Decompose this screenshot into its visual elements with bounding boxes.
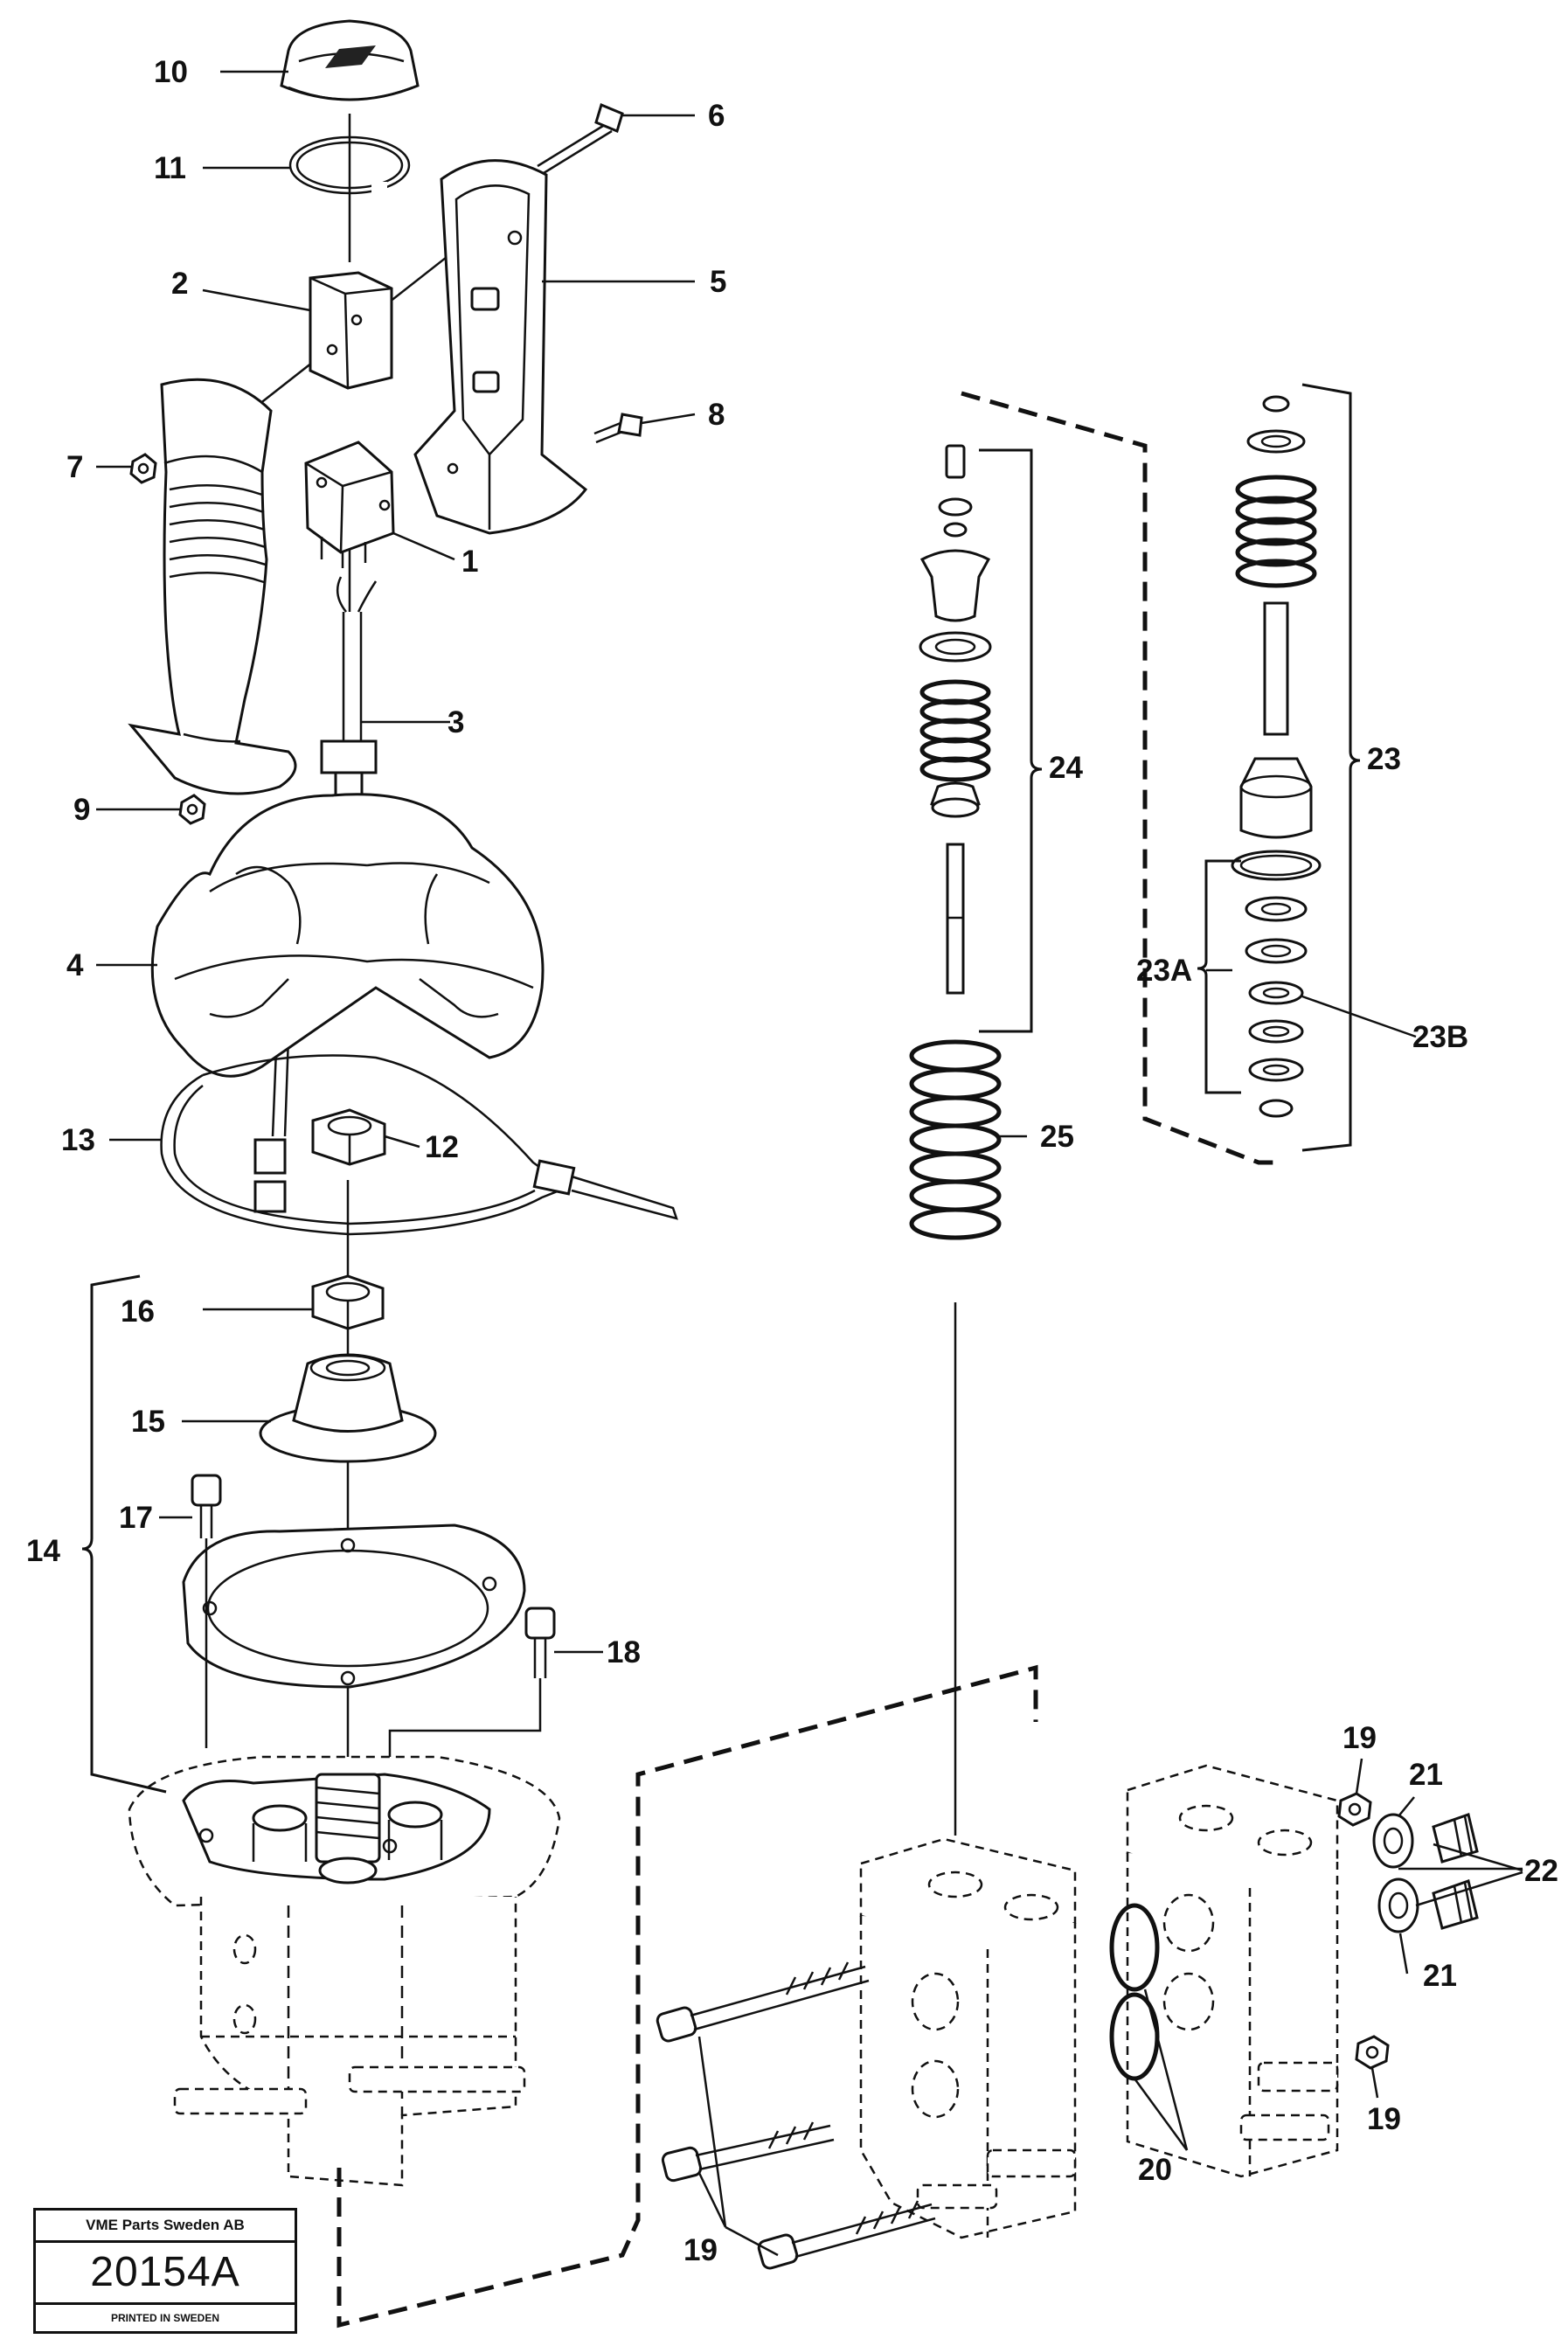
boot-part-4 [150,793,545,1078]
label-21-upper: 21 [1409,1758,1443,1792]
nut-part-19-right [1355,2035,1390,2070]
label-25: 25 [1040,1120,1074,1154]
flange-plate [182,1524,526,1689]
label-9: 9 [73,793,90,827]
label-17: 17 [119,1501,153,1535]
nut-part-16 [311,1274,385,1330]
label-7: 7 [66,450,83,484]
label-23b: 23B [1412,1020,1468,1054]
label-23: 23 [1367,742,1401,776]
screw-part-6 [537,102,624,175]
drawing-number: 20154A [36,2243,295,2305]
washer-part-21-upper [1372,1813,1414,1869]
valve-stack-part-23 [1235,395,1317,839]
grip-ribs [169,483,267,584]
nut-part-19-top [1337,1792,1372,1827]
label-19-right: 19 [1367,2102,1401,2136]
label-19-bottom: 19 [683,2233,718,2267]
cable-tie-part-13 [160,1054,678,1236]
label-11: 11 [154,151,186,185]
bracket-24 [979,448,1043,1033]
valve-stack-part-24 [919,444,992,995]
label-3: 3 [448,705,464,739]
cap-part-10 [280,19,420,101]
bolt-part-19-upper [656,1961,870,2043]
label-24: 24 [1049,751,1083,785]
washer-part-21-lower [1377,1877,1419,1933]
bracket-14 [81,1274,167,1794]
bracket-part-2 [309,271,393,390]
valve-block-front [859,1837,1077,2239]
label-18: 18 [607,1635,641,1669]
label-14: 14 [26,1534,60,1568]
label-2: 2 [171,267,188,301]
handle-grip [128,378,297,795]
label-20: 20 [1138,2153,1172,2187]
company-name: VME Parts Sweden AB [36,2211,295,2243]
label-10: 10 [154,55,188,89]
label-16: 16 [121,1294,155,1329]
label-15: 15 [131,1405,165,1439]
label-19-top: 19 [1343,1721,1377,1755]
nut-part-12 [311,1108,386,1166]
plug-part-22-upper [1432,1813,1479,1864]
screw-part-8 [593,413,643,444]
micro-switch-part-1 [304,441,395,568]
printed-note: PRINTED IN SWEDEN [110,2312,219,2324]
part-labels: 10 11 2 6 5 8 7 1 3 9 4 13 12 16 15 17 1… [26,55,1558,2267]
handle-shell-part-5 [413,159,588,535]
screw-part-18 [388,1607,556,1766]
label-1: 1 [461,545,478,579]
connector-lines [336,391,1276,2329]
label-23a: 23A [1136,954,1192,988]
label-21-lower: 21 [1423,1959,1457,1993]
valve-body-ghost [128,1755,561,2187]
nut-part-7 [129,453,157,484]
bracket-23 [1301,383,1361,1152]
circlip-part-11 [288,135,411,195]
nut-part-9 [178,794,206,825]
flange-bushing-part-15 [259,1353,437,1463]
screw-part-17 [191,1474,222,1748]
valve-block-rear [1126,1764,1339,2178]
label-22: 22 [1524,1854,1558,1888]
label-6: 6 [708,99,725,133]
label-8: 8 [708,398,725,432]
label-13: 13 [61,1123,95,1157]
spring-part-25 [909,1039,1002,1240]
washer-group-23a [1231,850,1322,1118]
label-4: 4 [66,948,84,982]
label-12: 12 [425,1130,459,1164]
title-block: VME Parts Sweden AB 20154A PRINTED IN SW… [33,2208,297,2334]
spring-small [919,679,991,782]
bolt-part-19-middle [661,2121,835,2183]
leader-lines [96,70,1523,2257]
bracket-23a [1197,859,1241,1094]
label-5: 5 [710,265,726,299]
bolt-part-19-lower [757,2200,936,2270]
